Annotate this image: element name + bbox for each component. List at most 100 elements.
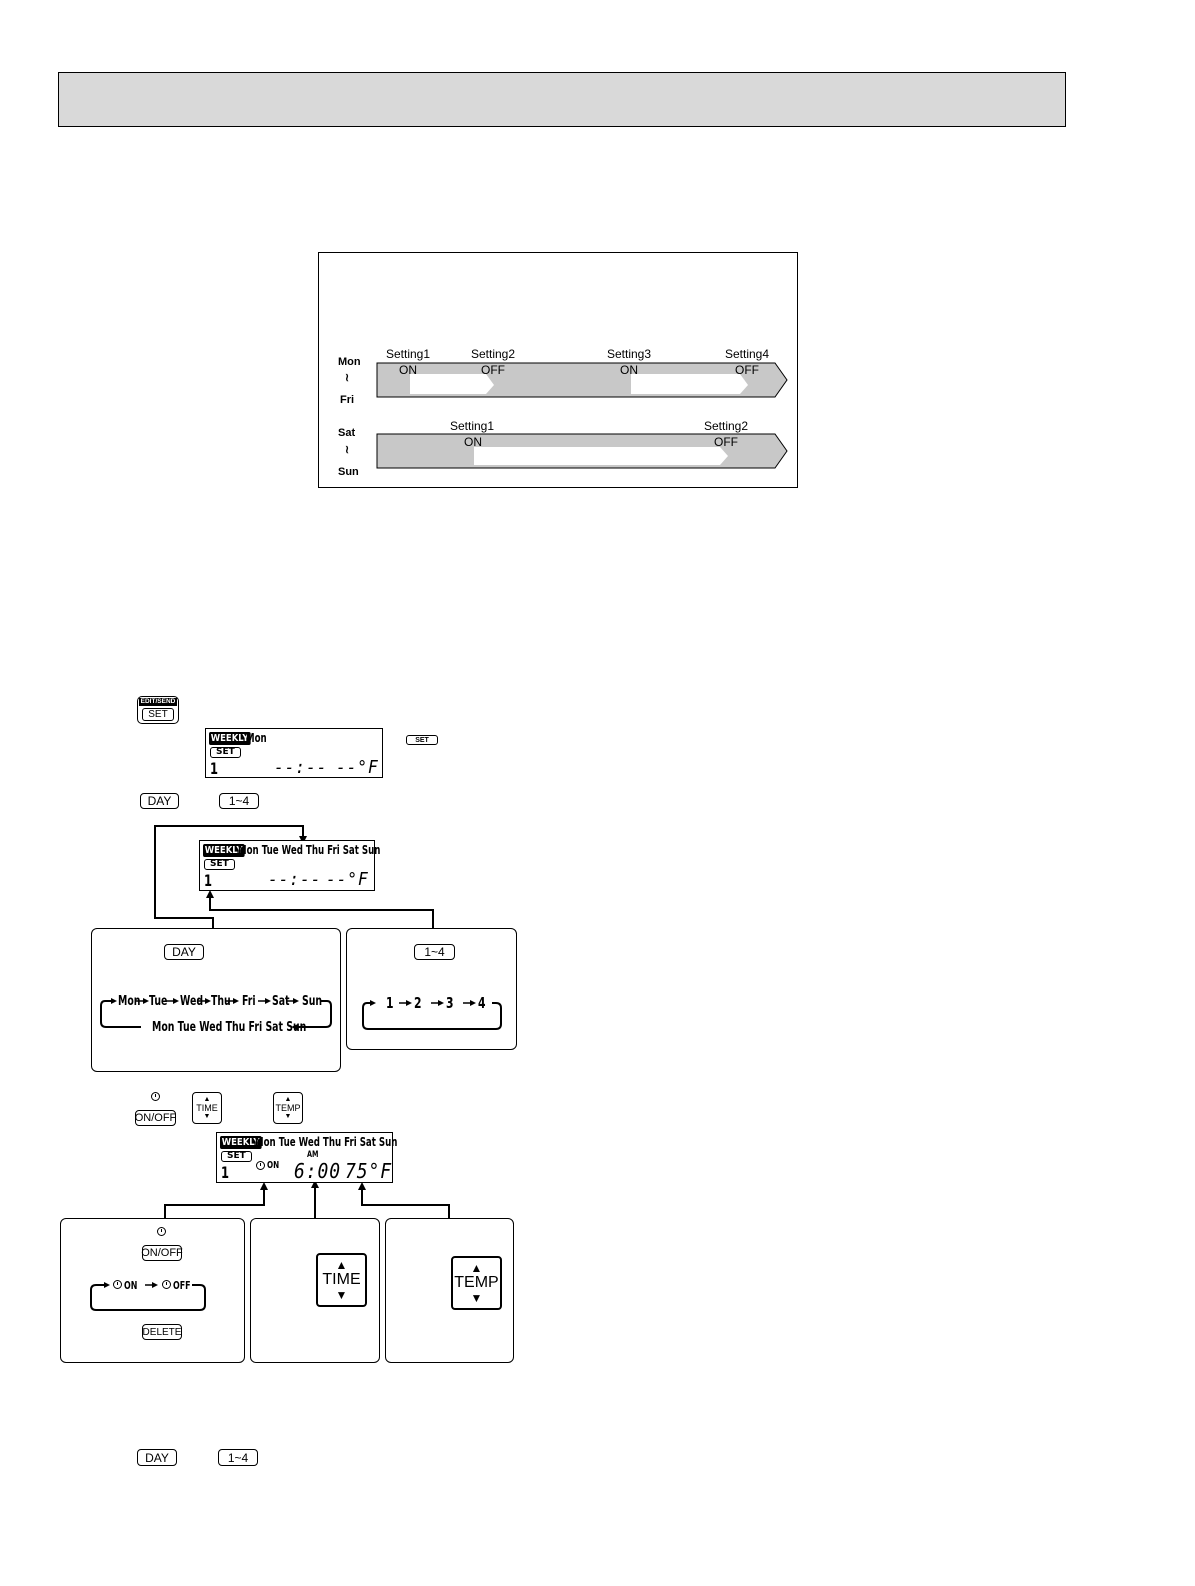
weekly-timer-diagram (318, 252, 798, 488)
day-button-bottom[interactable]: DAY (137, 1449, 177, 1466)
off-timer-label: OFF (173, 1279, 191, 1292)
on-off-panel-button[interactable]: ON/OFF (141, 1245, 183, 1261)
lcd2-temp: --°F (326, 869, 369, 890)
lcd1-temp: --°F (336, 757, 379, 778)
timer-clock-icon (151, 1092, 160, 1101)
temp-button[interactable]: ▲ TEMP ▼ (273, 1092, 303, 1124)
lcd1-program-number: 1 (210, 759, 219, 778)
weekend-setting1-state: ON (464, 435, 482, 449)
day-seq-tue: Tue (149, 994, 168, 1009)
day-seq-fri: Fri (242, 994, 256, 1009)
day-seq-sat: Sat (272, 994, 290, 1009)
set-label: SET (142, 708, 174, 721)
time-large-button[interactable]: ▲ TIME ▼ (316, 1253, 367, 1307)
time-large-up-icon: ▲ (335, 1258, 348, 1272)
lcd1-day: Mon (246, 731, 267, 745)
day-seq-sun: Sun (302, 994, 323, 1009)
day-seq-wed: Wed (180, 994, 204, 1009)
number-seq-2: 2 (414, 994, 422, 1012)
lcd3-timer-icon (256, 1161, 265, 1170)
number-seq-1: 1 (386, 994, 394, 1012)
lcd3-ampm: AM (307, 1150, 319, 1160)
day-select-panel (91, 928, 341, 1072)
one-to-four-button-bottom[interactable]: 1~4 (218, 1449, 258, 1466)
on-off-button[interactable]: ON/OFF (134, 1110, 177, 1126)
time-down-icon: ▼ (203, 1113, 211, 1120)
weekday-setting2-state: OFF (481, 363, 505, 377)
lcd1-weekly-badge: WEEKLY (209, 732, 251, 745)
lcd-display-3: WEEKLY Mon Tue Wed Thu Fri Sat Sun SET 1… (216, 1132, 397, 1183)
lcd3-weekly-badge: WEEKLY (220, 1136, 262, 1149)
section-header-band (58, 72, 1066, 127)
temp-button-label: TEMP (275, 1103, 301, 1113)
temp-large-up-icon: ▲ (470, 1261, 483, 1275)
lcd3-time: 6:00 (294, 1159, 341, 1183)
on-timer-label: ON (124, 1279, 138, 1292)
weekday-on-period-1 (410, 374, 494, 394)
small-set-button[interactable]: SET (406, 735, 438, 745)
weekday-setting4-label: Setting4 (725, 347, 770, 361)
lcd-display-2: WEEKLY Mon Tue Wed Thu Fri Sat Sun SET 1… (199, 840, 380, 891)
lcd1-time: --:-- (274, 757, 328, 778)
lcd1-set-badge: SET (210, 747, 241, 758)
on-timer-icon (113, 1280, 122, 1289)
day-seq-all-days: Mon Tue Wed Thu Fri Sat Sun (152, 1020, 307, 1035)
number-seq-4: 4 (478, 994, 486, 1012)
day-panel-button[interactable]: DAY (164, 944, 204, 960)
weekend-to-label: Sun (338, 466, 359, 478)
day-button[interactable]: DAY (140, 793, 179, 809)
lcd2-weekly-badge: WEEKLY (203, 844, 245, 857)
temp-large-label: TEMP (454, 1274, 499, 1291)
lcd2-set-badge: SET (204, 859, 235, 870)
lcd2-program-number: 1 (204, 871, 213, 890)
weekend-setting2-state: OFF (714, 435, 738, 449)
off-timer-icon (162, 1280, 171, 1289)
temp-large-down-icon: ▼ (470, 1291, 483, 1305)
time-large-label: TIME (322, 1271, 361, 1288)
weekend-from-label: Sat (338, 427, 356, 439)
weekend-setting1-label: Setting1 (450, 419, 495, 433)
edit-send-label: EDIT/SEND (139, 698, 177, 706)
on-off-cycle-loop (90, 1282, 206, 1311)
lcd2-time: --:-- (268, 869, 322, 890)
day-seq-thu: Thu (211, 994, 231, 1009)
weekend-range-sep: ≀ (345, 444, 350, 456)
day-cycle-loop (100, 998, 332, 1030)
temp-up-icon: ▲ (284, 1096, 292, 1103)
lcd3-days: Mon Tue Wed Thu Fri Sat Sun (255, 1135, 398, 1149)
weekend-setting2-label: Setting2 (704, 419, 749, 433)
lcd3-on-label: ON (267, 1160, 280, 1171)
weekday-setting3-state: ON (620, 363, 638, 377)
one-to-four-button[interactable]: 1~4 (219, 793, 259, 809)
temp-down-icon: ▼ (284, 1113, 292, 1120)
lcd3-set-badge: SET (221, 1151, 252, 1162)
weekday-to-label: Fri (340, 394, 355, 406)
weekday-setting4-state: OFF (735, 363, 759, 377)
edit-send-set-button[interactable]: EDIT/SEND SET (137, 696, 179, 724)
weekend-on-period (474, 447, 728, 465)
lcd-display-1: WEEKLY Mon SET 1 --:-- --°F (205, 728, 383, 778)
weekday-setting1-state: ON (399, 363, 417, 377)
one-to-four-panel-button[interactable]: 1~4 (414, 944, 455, 960)
lcd3-program-number: 1 (221, 1163, 230, 1182)
delete-button[interactable]: DELETE (142, 1324, 182, 1340)
time-up-icon: ▲ (203, 1096, 211, 1103)
timeline-bars (376, 362, 788, 469)
on-off-panel-clock-icon (157, 1227, 166, 1236)
number-cycle-loop (362, 1000, 502, 1030)
lcd3-temp: 75°F (345, 1159, 392, 1183)
lcd2-days: Mon Tue Wed Thu Fri Sat Sun (238, 843, 381, 857)
temp-large-button[interactable]: ▲ TEMP ▼ (451, 1256, 502, 1310)
weekday-setting3-label: Setting3 (607, 347, 652, 361)
weekday-range-sep: ≀ (345, 372, 350, 384)
weekday-setting1-label: Setting1 (386, 347, 431, 361)
time-button-label: TIME (196, 1103, 218, 1113)
number-seq-3: 3 (446, 994, 454, 1012)
weekday-setting2-label: Setting2 (471, 347, 516, 361)
time-large-down-icon: ▼ (335, 1288, 348, 1302)
weekday-on-period-2 (631, 374, 748, 394)
day-seq-mon: Mon (118, 994, 141, 1009)
weekday-from-label: Mon (338, 356, 361, 368)
time-button[interactable]: ▲ TIME ▼ (192, 1092, 222, 1124)
